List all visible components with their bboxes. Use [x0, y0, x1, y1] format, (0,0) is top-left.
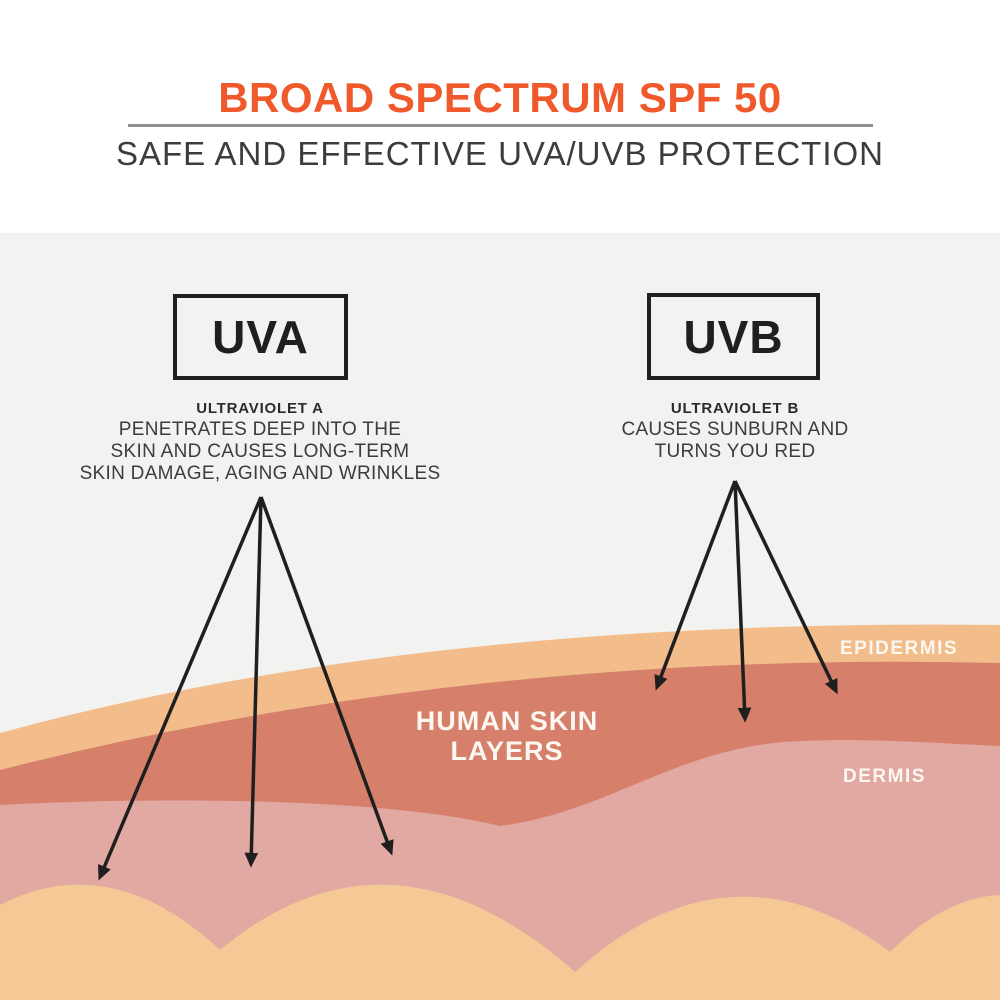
uva-description-line: SKIN AND CAUSES LONG-TERM — [110, 441, 410, 462]
uvb-arrow-right — [733, 480, 838, 695]
skin-layers-title-line2: LAYERS — [450, 736, 564, 766]
page-subtitle: SAFE AND EFFECTIVE UVA/UVB PROTECTION — [116, 135, 884, 172]
uva-arrows — [98, 496, 394, 881]
dermis-label: DERMIS — [843, 766, 926, 787]
skin-layers-title: HUMAN SKIN LAYERS — [357, 706, 657, 766]
epidermis-label: EPIDERMIS — [840, 638, 959, 659]
header: BROAD SPECTRUM SPF 50 SAFE AND EFFECTIVE… — [0, 0, 1000, 233]
uva-arrow-right — [259, 496, 394, 856]
uva-description-line: SKIN DAMAGE, AGING AND WRINKLES — [79, 463, 441, 484]
uva-box-label: UVA — [212, 311, 309, 363]
uvb-description-line: TURNS YOU RED — [654, 441, 816, 462]
title-divider — [128, 124, 873, 127]
uvb-heading: ULTRAVIOLET B — [670, 400, 800, 417]
uva-arrow-left — [98, 496, 263, 881]
uva-description: ULTRAVIOLET A PENETRATES DEEP INTO THE S… — [50, 399, 470, 485]
subcutis-layer-shape — [0, 884, 1000, 1000]
uva-arrow-center — [244, 496, 263, 868]
uvb-arrow-center — [733, 480, 752, 723]
skin-layers-title-line1: HUMAN SKIN — [415, 706, 599, 736]
diagram-area: UVA ULTRAVIOLET A PENETRATES DEEP INTO T… — [0, 233, 1000, 1000]
uvb-arrows — [654, 480, 838, 723]
uvb-description: ULTRAVIOLET B CAUSES SUNBURN AND TURNS Y… — [525, 399, 945, 463]
page-title: BROAD SPECTRUM SPF 50 — [218, 74, 782, 121]
uvb-box-label: UVB — [683, 310, 784, 363]
uvb-box: UVB — [647, 293, 820, 380]
uva-heading: ULTRAVIOLET A — [196, 400, 324, 417]
uvb-arrow-left — [654, 480, 737, 691]
uvb-description-line: CAUSES SUNBURN AND — [621, 419, 849, 440]
uva-description-line: PENETRATES DEEP INTO THE — [118, 419, 402, 440]
uva-box: UVA — [173, 294, 348, 380]
